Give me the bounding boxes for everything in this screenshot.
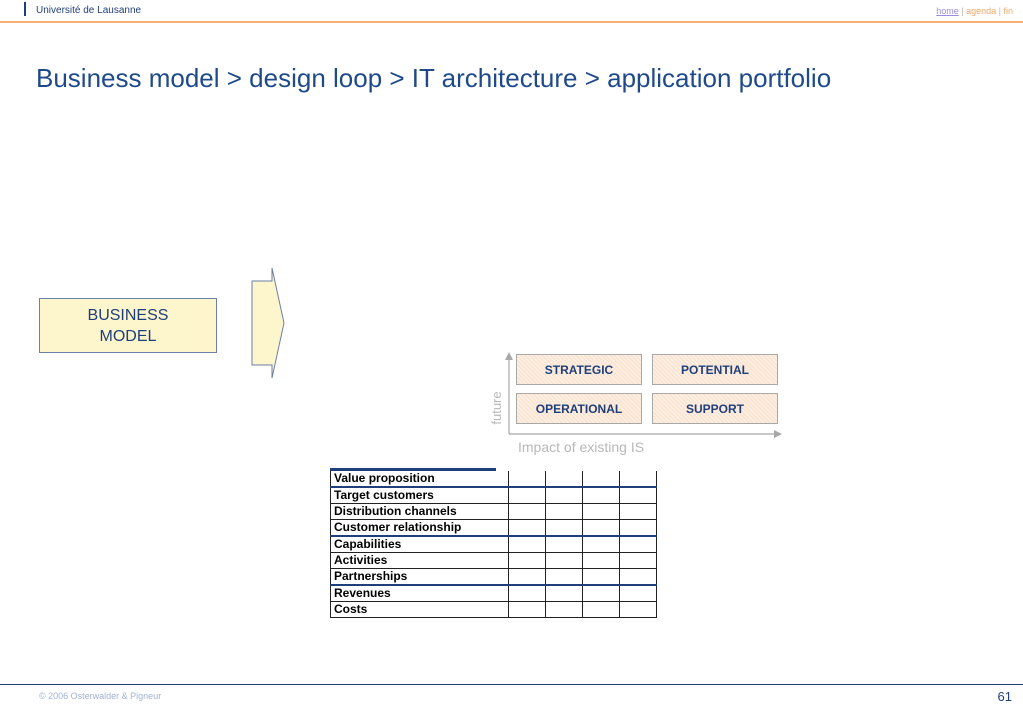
table-cell: [545, 486, 583, 504]
table-top-accent: [330, 468, 496, 471]
table-cell: [619, 471, 657, 488]
row-label: Capabilities: [330, 535, 509, 553]
business-model-box: BUSINESS MODEL: [39, 298, 217, 353]
table-cell: [582, 503, 620, 520]
matrix-axes: [505, 352, 782, 438]
table-cell: [619, 552, 657, 569]
table-cell: [582, 568, 620, 586]
table-cell: [508, 471, 546, 488]
table-row: Target customers: [330, 486, 657, 504]
top-navigation: home | agenda | fin: [936, 6, 1013, 16]
header-accent-bar: [24, 2, 26, 16]
slide-title: Business model > design loop > IT archit…: [36, 63, 832, 93]
business-model-line-2: MODEL: [99, 327, 157, 345]
table-cell: [545, 601, 583, 618]
table-cell: [508, 584, 546, 602]
table-cell: [619, 601, 657, 618]
quadrant-potential: POTENTIAL: [652, 354, 778, 385]
table-cell: [619, 519, 657, 537]
table-cell: [508, 552, 546, 569]
x-axis-label: Impact of existing IS: [518, 439, 645, 455]
copyright-text: © 2006 Osterwalder & Pigneur: [39, 691, 162, 701]
table-cell: [582, 601, 620, 618]
table-cell: [582, 552, 620, 569]
table-cell: [508, 503, 546, 520]
table-cell: [545, 568, 583, 586]
table-cell: [619, 535, 657, 553]
business-model-table: Value proposition Target customers Distr…: [330, 471, 657, 618]
table-row: Revenues: [330, 584, 657, 602]
row-label: Costs: [330, 601, 509, 618]
table-cell: [508, 486, 546, 504]
header-divider: [0, 21, 1023, 23]
table-cell: [582, 471, 620, 488]
nav-separator: |: [996, 6, 1004, 16]
table-cell: [582, 535, 620, 553]
table-cell: [619, 568, 657, 586]
university-name: Université de Lausanne: [36, 5, 142, 16]
row-label: Revenues: [330, 584, 509, 602]
table-cell: [582, 486, 620, 504]
table-row: Activities: [330, 552, 657, 569]
footer-divider: [0, 684, 1023, 685]
page-number: 61: [997, 689, 1012, 704]
table-cell: [545, 552, 583, 569]
table-row: Value proposition: [330, 471, 657, 488]
table-cell: [582, 584, 620, 602]
table-cell: [545, 503, 583, 520]
table-row: Customer relationship: [330, 519, 657, 537]
agenda-link[interactable]: agenda: [966, 6, 997, 16]
table-cell: [545, 519, 583, 537]
row-label: Customer relationship: [330, 519, 509, 537]
table-cell: [545, 471, 583, 488]
table-cell: [508, 519, 546, 537]
table-cell: [619, 584, 657, 602]
business-model-line-1: BUSINESS: [87, 306, 169, 324]
quadrant-operational: OPERATIONAL: [516, 393, 642, 424]
table-cell: [619, 486, 657, 504]
row-label: Activities: [330, 552, 509, 569]
table-row: Partnerships: [330, 568, 657, 586]
row-label: Partnerships: [330, 568, 509, 586]
quadrant-support: SUPPORT: [652, 393, 778, 424]
table-row: Distribution channels: [330, 503, 657, 520]
table-row: Costs: [330, 601, 657, 618]
fin-link[interactable]: fin: [1003, 6, 1013, 16]
home-link[interactable]: home: [936, 6, 959, 16]
table-cell: [545, 535, 583, 553]
chevron-arrow-icon: [251, 267, 285, 379]
table-cell: [508, 535, 546, 553]
table-cell: [545, 584, 583, 602]
table-cell: [508, 568, 546, 586]
table-row: Capabilities: [330, 535, 657, 553]
table-cell: [619, 503, 657, 520]
y-axis-label: future: [488, 391, 504, 425]
row-label: Target customers: [330, 486, 509, 504]
row-label: Value proposition: [330, 471, 509, 488]
quadrant-strategic: STRATEGIC: [516, 354, 642, 385]
row-label: Distribution channels: [330, 503, 509, 520]
table-cell: [582, 519, 620, 537]
nav-separator: |: [958, 6, 967, 16]
table-cell: [508, 601, 546, 618]
